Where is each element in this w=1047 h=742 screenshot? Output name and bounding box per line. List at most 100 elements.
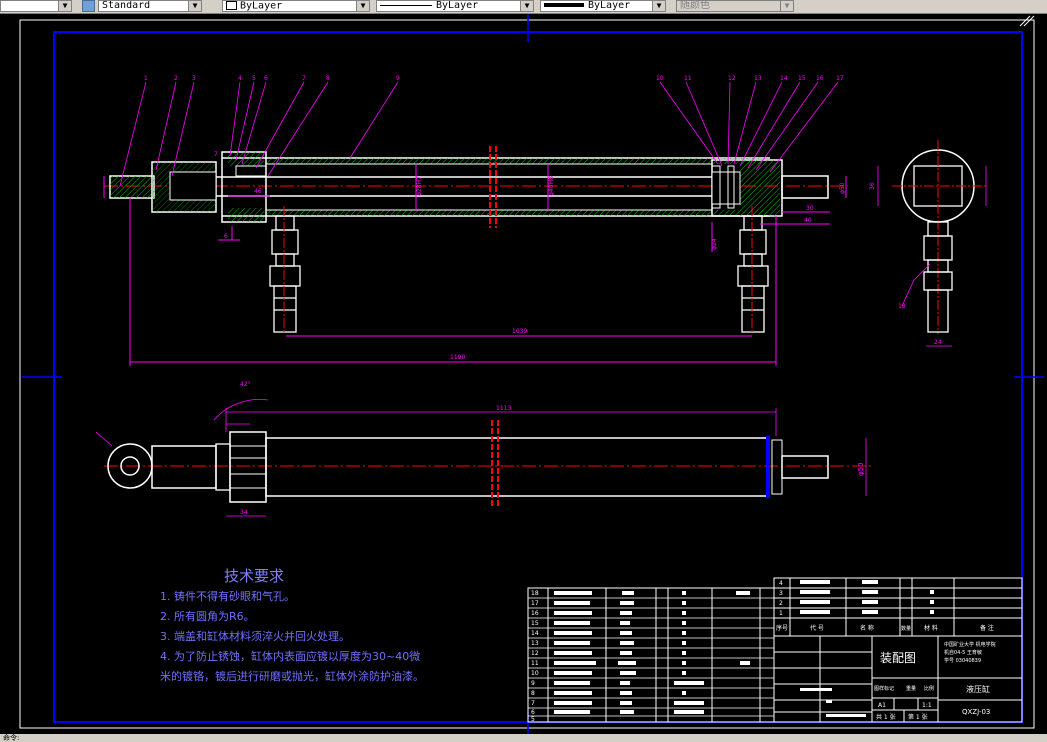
tech-item-3: 3. 端盖和缸体材料须淬火并回火处理。: [160, 630, 350, 643]
svg-text:18: 18: [531, 590, 539, 597]
balloon-13: 13: [754, 75, 762, 82]
part-name: 液压缸: [966, 684, 990, 694]
svg-text:17: 17: [531, 600, 539, 607]
dim-6: 6: [224, 233, 228, 240]
title-block: [527, 577, 1023, 723]
svg-text:8: 8: [531, 690, 535, 697]
dim-7: 7: [214, 151, 218, 158]
balloon-6: 6: [264, 75, 268, 82]
dim-34: 34: [240, 509, 248, 516]
balloon-18: 18: [898, 303, 906, 310]
svg-text:13: 13: [531, 640, 539, 647]
sheet-count: 共 1 张: [876, 713, 896, 721]
parts-list-numbers: 18 17 16 15 14 13 12 11 10 9 8 7 6 5 4 3…: [531, 580, 783, 723]
balloon-12: 12: [728, 75, 736, 82]
parts-list-rows: [528, 597, 774, 717]
col-name: 名 称: [860, 624, 874, 632]
corner-marks: [1019, 15, 1035, 27]
dim-24: 24: [934, 339, 942, 346]
sheet-size: A1: [878, 702, 886, 709]
color-swatch-icon: [226, 1, 237, 10]
svg-text:14: 14: [531, 630, 539, 637]
parts-list-cells: [554, 580, 934, 717]
section-view: 1190 1039 46 30 40 φ28H7 φ40H8 φ24 φ50 6…: [103, 81, 848, 366]
balloon-16: 16: [816, 75, 824, 82]
dropdown-arrow-icon: ▼: [58, 1, 71, 11]
col-material: 材 料: [924, 624, 938, 632]
svg-text:6: 6: [531, 709, 535, 716]
balloon-17: 17: [836, 75, 844, 82]
dim-phi50: φ50: [857, 462, 865, 476]
title-block-text: 序号 代 号 名 称 数量 材 料 备 注 装配图 中国矿业大学 机电学院 机自…: [776, 624, 996, 721]
text-style-icon[interactable]: [82, 0, 95, 12]
balloon-10: 10: [656, 75, 664, 82]
linetype-sample-icon: [380, 4, 432, 6]
stage-label: 图样标记: [874, 685, 894, 692]
col-seq: 序号: [776, 624, 788, 632]
dropdown-arrow-icon: ▼: [652, 1, 665, 11]
tech-item-5: 米的镀铬，镀后进行研磨或抛光，缸体外涂防护油漆。: [160, 670, 424, 683]
class-name: 机自04-5 王育敏: [944, 649, 982, 656]
dim-phi24: φ24: [711, 238, 718, 250]
side-view: 24 36: [869, 140, 987, 347]
dim-40: 40: [804, 217, 812, 224]
school-name: 中国矿业大学 机电学院: [944, 641, 996, 648]
lineweight-sample-icon: [544, 3, 584, 7]
dim-1039: 1039: [512, 328, 527, 335]
tech-title: 技术要求: [224, 567, 285, 585]
weight-label: 重量: [906, 685, 916, 692]
properties-toolbar: ▼ Standard▼ ByLayer▼ ByLayer▼ ByLayer▼ 随…: [0, 0, 1047, 14]
dim-1190: 1190: [450, 354, 465, 361]
balloon-8: 8: [326, 75, 330, 82]
balloon-2: 2: [174, 75, 178, 82]
dim-36: 36: [869, 182, 876, 190]
linetype-combo[interactable]: ByLayer▼: [376, 0, 534, 12]
dropdown-arrow-icon: ▼: [520, 1, 533, 11]
svg-text:5: 5: [531, 716, 535, 723]
dim-42deg: 42°: [240, 381, 251, 388]
dim-1113: 1113: [496, 405, 511, 412]
dropdown-arrow-icon: ▼: [356, 1, 369, 11]
lineweight-combo[interactable]: ByLayer▼: [540, 0, 666, 12]
tech-item-1: 1. 铸件不得有砂眼和气孔。: [160, 590, 295, 603]
dim-phi50-short: φ50: [839, 182, 846, 194]
tech-item-2: 2. 所有圆角为R6。: [160, 610, 255, 623]
text-style-combo[interactable]: Standard▼: [98, 0, 202, 12]
drawing-number: QXZJ-03: [962, 708, 990, 716]
balloon-4: 4: [238, 75, 242, 82]
sheet-number: 第 1 张: [908, 713, 928, 721]
scale-label: 比例: [924, 685, 934, 692]
svg-text:16: 16: [531, 610, 539, 617]
svg-text:11: 11: [531, 660, 539, 667]
col-qty: 数量: [901, 625, 911, 632]
svg-text:4: 4: [779, 580, 783, 587]
prev-combo[interactable]: ▼: [0, 0, 72, 12]
external-view: 1113 42° 34 φ50: [95, 381, 872, 517]
plotstyle-combo[interactable]: 随颜色▼: [676, 0, 794, 12]
svg-text:1: 1: [779, 610, 783, 617]
svg-text:12: 12: [531, 650, 539, 657]
part-balloons: 1 2 3 4 5 6 7 8 9 10 11 12 13 14 15 16 1…: [144, 75, 906, 310]
status-text: 命令:: [3, 734, 20, 742]
dropdown-arrow-icon: ▼: [780, 1, 793, 11]
balloon-3: 3: [192, 75, 196, 82]
balloon-9: 9: [396, 75, 400, 82]
sheet-outer-border: [19, 19, 1035, 729]
status-bar: 命令:: [0, 734, 1047, 742]
svg-text:7: 7: [531, 700, 535, 707]
scale-value: 1:1: [922, 702, 932, 709]
svg-text:3: 3: [779, 590, 783, 597]
balloon-14: 14: [780, 75, 788, 82]
svg-text:10: 10: [531, 670, 539, 677]
technical-requirements: 技术要求 1. 铸件不得有砂眼和气孔。 2. 所有圆角为R6。 3. 端盖和缸体…: [160, 565, 424, 687]
dropdown-arrow-icon: ▼: [188, 1, 201, 11]
dim-30: 30: [806, 205, 814, 212]
tech-item-4: 4. 为了防止锈蚀，缸体内表面应镀以厚度为30~40微: [160, 650, 421, 663]
col-code: 代 号: [810, 624, 824, 632]
balloon-5: 5: [252, 75, 256, 82]
svg-text:15: 15: [531, 620, 539, 627]
balloon-15: 15: [798, 75, 806, 82]
color-combo[interactable]: ByLayer▼: [222, 0, 370, 12]
balloon-7: 7: [302, 75, 306, 82]
